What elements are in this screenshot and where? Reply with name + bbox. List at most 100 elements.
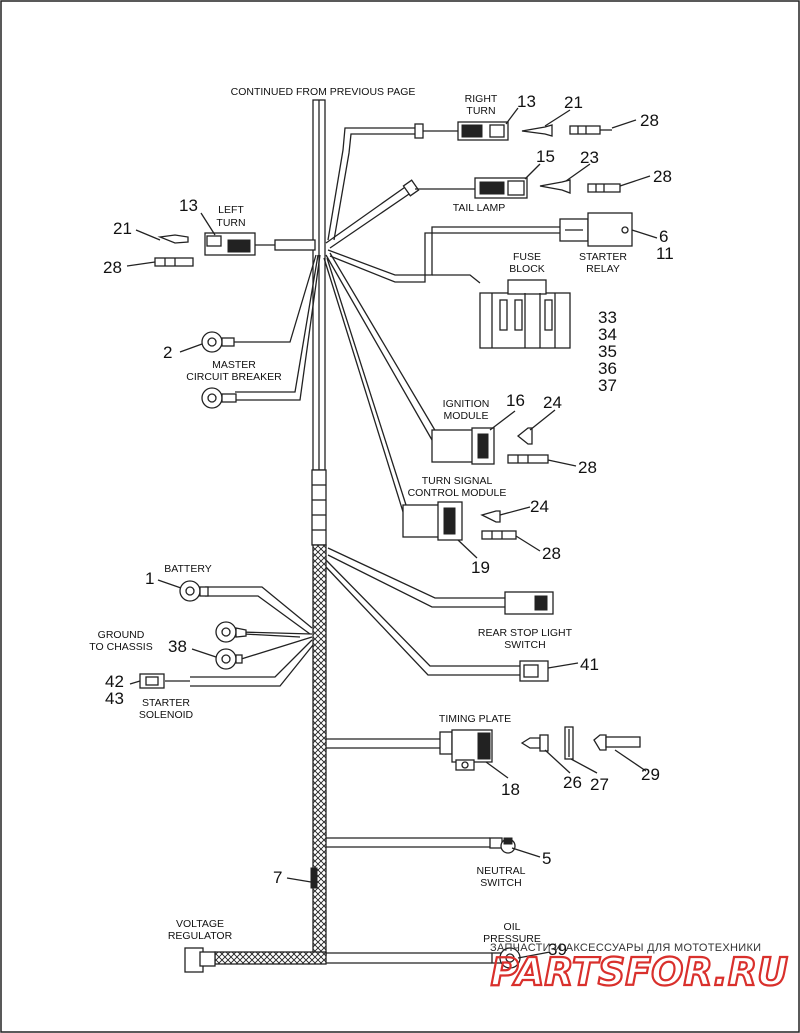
callout-41: 41: [580, 655, 599, 674]
turn-signal-label-2: CONTROL MODULE: [408, 487, 507, 499]
callout-23: 23: [580, 148, 599, 167]
harness-clip: [310, 867, 318, 889]
callout-numbers: 13 21 28 15 23 28 13 21 28 6 11 33 34 35…: [103, 92, 674, 959]
fuse-block-label-2: BLOCK: [509, 263, 545, 275]
callout-36: 36: [598, 359, 617, 378]
master-cb-label-2: CIRCUIT BREAKER: [186, 371, 282, 383]
callout-28-ignition: 28: [578, 458, 597, 477]
tail-lamp-connector: [474, 177, 528, 199]
voltage-regulator-plug: [184, 947, 216, 973]
ignition-label-2: MODULE: [444, 410, 489, 422]
ground-label-2: TO CHASSIS: [89, 641, 152, 653]
callout-29: 29: [641, 765, 660, 784]
battery-label: BATTERY: [164, 563, 211, 575]
battery-terminal: [179, 580, 209, 602]
right-turn-connector: [457, 121, 509, 141]
watermark-caption: ЗАПЧАСТИ И АКСЕССУАРЫ ДЛЯ МОТОТЕХНИКИ: [490, 942, 761, 954]
callout-24-ignition: 24: [543, 393, 562, 412]
callout-16: 16: [506, 391, 525, 410]
callout-28-turn: 28: [542, 544, 561, 563]
callout-15: 15: [536, 147, 555, 166]
callout-2: 2: [163, 343, 172, 362]
voltage-regulator-label: VOLTAGE: [176, 918, 224, 930]
callout-38: 38: [168, 637, 187, 656]
terminal-24-ignition: [516, 427, 533, 445]
component-labels: CONTINUED FROM PREVIOUS PAGE RIGHT TURN …: [89, 86, 627, 945]
callout-13-left: 13: [179, 196, 198, 215]
starter-solenoid-label-2: SOLENOID: [139, 709, 194, 721]
callout-26: 26: [563, 773, 582, 792]
neutral-switch-label-2: SWITCH: [480, 877, 521, 889]
right-turn-label-2: TURN: [466, 105, 495, 117]
turn-signal-label: TURN SIGNAL: [422, 475, 493, 487]
terminal-28-ignition: [507, 454, 549, 464]
left-turn-label: LEFT: [218, 204, 244, 216]
master-cb-label: MASTER: [212, 359, 256, 371]
callout-13-right: 13: [517, 92, 536, 111]
tail-lamp-label: TAIL LAMP: [453, 202, 506, 214]
oil-pressure-terminal: [491, 947, 521, 969]
terminal-21-right: [521, 124, 553, 137]
callout-37: 37: [598, 376, 617, 395]
callout-34: 34: [598, 325, 617, 344]
continued-label: CONTINUED FROM PREVIOUS PAGE: [231, 86, 416, 98]
watermark: ЗАПЧАСТИ И АКСЕССУАРЫ ДЛЯ МОТОТЕХНИКИ PA…: [489, 942, 789, 995]
terminal-24-turn: [480, 510, 501, 523]
terminal-23: [539, 179, 571, 194]
callout-19: 19: [471, 558, 490, 577]
ground-terminal-2: [215, 648, 243, 670]
callout-42: 42: [105, 672, 124, 691]
ground-terminal-1: [215, 621, 247, 643]
fuse-block: [479, 279, 571, 349]
callout-18: 18: [501, 780, 520, 799]
lower-branches: [165, 547, 520, 964]
callout-7: 7: [273, 868, 282, 887]
oil-pressure-label: OIL: [504, 921, 521, 933]
oil-pressure-label-2: PRESSURE: [483, 933, 541, 945]
terminal-28-turn: [481, 530, 517, 540]
rear-stop-switch-connector: [519, 660, 549, 682]
circuit-breaker-terminal-top: [201, 331, 235, 353]
right-turn-label: RIGHT: [465, 93, 498, 105]
leader-lines: [126, 107, 658, 959]
seal-27: [564, 726, 574, 760]
starter-relay-label-2: RELAY: [586, 263, 620, 275]
callout-43: 43: [105, 689, 124, 708]
watermark-logo: PARTSFOR.RU: [491, 950, 789, 994]
starter-relay: [559, 212, 633, 247]
neutral-switch-label: NEUTRAL: [476, 865, 525, 877]
main-harness: [214, 99, 327, 965]
callout-5: 5: [542, 849, 551, 868]
fuse-block-label: FUSE: [513, 251, 541, 263]
terminal-28-right: [569, 125, 612, 135]
upper-branches: [232, 123, 560, 516]
rear-stop-connector-upper: [504, 591, 554, 615]
timing-plate-connector: [439, 729, 493, 771]
left-turn-connector: [204, 232, 256, 256]
circuit-breaker-terminal-bottom: [201, 387, 237, 409]
terminal-29: [593, 734, 641, 751]
callout-21-right: 21: [564, 93, 583, 112]
starter-relay-label: STARTER: [579, 251, 627, 263]
callout-33: 33: [598, 308, 617, 327]
rear-stop-label-2: SWITCH: [504, 639, 545, 651]
callout-27: 27: [590, 775, 609, 794]
ground-label: GROUND: [98, 629, 145, 641]
ignition-module: [431, 427, 495, 465]
callout-11: 11: [656, 244, 674, 263]
callout-21-left: 21: [113, 219, 132, 238]
callout-6: 6: [659, 227, 668, 246]
neutral-switch-terminal: [489, 837, 516, 854]
callout-28-tail: 28: [653, 167, 672, 186]
callout-28-right: 28: [640, 111, 659, 130]
callout-28-left: 28: [103, 258, 122, 277]
terminal-26: [520, 734, 549, 752]
callout-39: 39: [548, 940, 567, 959]
callout-35: 35: [598, 342, 617, 361]
left-turn-label-2: TURN: [216, 217, 245, 229]
terminal-28-left: [154, 257, 194, 267]
voltage-regulator-label-2: REGULATOR: [168, 930, 233, 942]
terminal-21-left: [157, 234, 189, 244]
